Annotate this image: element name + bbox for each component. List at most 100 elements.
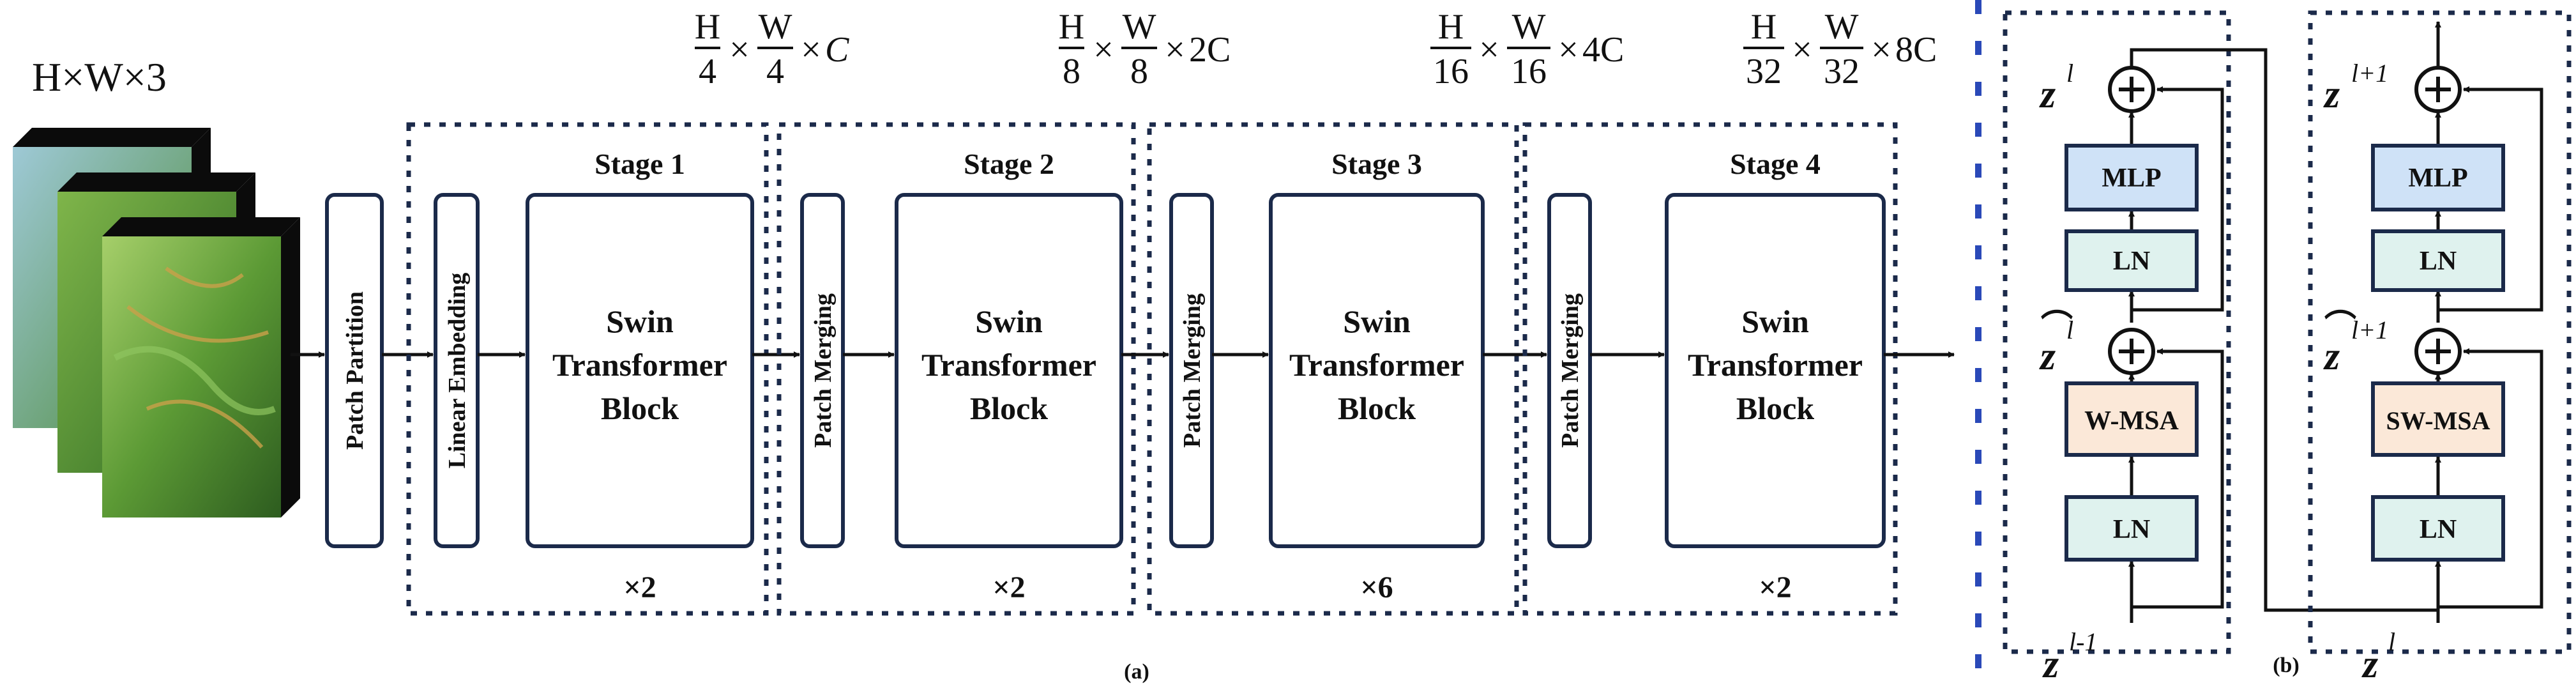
dim-h-den-3: 16 [1433, 52, 1469, 91]
dim-w-num-2: W [1123, 7, 1156, 47]
dim-times-3a: × [1479, 30, 1499, 70]
stage-4-patch-merging-label: Patch Merging [1557, 293, 1584, 448]
stage-1: Stage 1 Linear Embedding Swin Transforme… [406, 122, 769, 616]
stage-3-patch-merging-block [1169, 193, 1214, 548]
dim-h-num-3: H [1438, 7, 1464, 47]
right-z-in-sup: l [2388, 627, 2395, 656]
stage-1-label: Stage 1 [595, 148, 685, 180]
left-msa-box [2065, 381, 2199, 457]
panel-b-left-block: LN W-MSA LN MLP z l ⌒ z l z l-1 [2003, 10, 2438, 686]
dim-channels-4: 8C [1895, 30, 1937, 70]
left-ln-bottom-label: LN [2113, 515, 2150, 544]
stage-3-label: Stage 3 [1331, 148, 1422, 180]
left-z-mid-hat: ⌒ [2041, 309, 2073, 344]
stage-2-repeat: ×2 [992, 571, 1025, 604]
left-z-out: z [2039, 73, 2056, 116]
dim-times-2b: × [1165, 30, 1185, 70]
input-image-stack: H×W×3 [13, 54, 300, 518]
dim-times-1b: × [801, 30, 821, 70]
left-z-mid: z [2039, 335, 2056, 378]
stage-2-label: Stage 2 [964, 148, 1054, 180]
dim-times-3b: × [1558, 30, 1579, 70]
patch-partition-block: Patch Partition [325, 193, 384, 548]
panel-b-caption: (b) [2273, 654, 2299, 677]
right-ln-bottom-label: LN [2420, 515, 2457, 544]
stage-1-dims: H 4 × W 4 × C [695, 7, 849, 91]
dim-channels-3: 4C [1582, 30, 1624, 70]
dim-w-den-2: 8 [1130, 52, 1148, 91]
right-z-mid-hat: ⌒ [2324, 309, 2356, 344]
stage-4: Stage 4 Patch Merging Swin Transformer B… [1522, 122, 1898, 616]
dim-h-den-1: 4 [699, 52, 716, 91]
stage-1-block-line-2: Transformer [552, 347, 727, 383]
stage-2-block-line-1: Swin [975, 303, 1043, 339]
right-z-mid: z [2323, 335, 2340, 378]
stage-3-repeat: ×6 [1360, 571, 1393, 604]
stage-1-swin-block [526, 193, 754, 548]
right-mlp-label: MLP [2408, 164, 2467, 193]
left-ln-bottom-box [2065, 495, 2199, 562]
stage-3-patch-merging-label: Patch Merging [1179, 293, 1206, 448]
dim-w-num-1: W [759, 7, 792, 47]
stage-3-block-line-2: Transformer [1289, 347, 1464, 383]
dim-channels-1: C [825, 30, 849, 70]
stage-2-swin-block [895, 193, 1123, 548]
stage-3-dims: H 16 × W 16 × 4C [1430, 7, 1624, 91]
dim-w-den-3: 16 [1511, 52, 1547, 91]
stage-4-block-line-2: Transformer [1688, 347, 1863, 383]
right-z-out: z [2323, 73, 2340, 116]
stage-2-block-line-2: Transformer [921, 347, 1096, 383]
left-z-in: z [2042, 643, 2059, 686]
dim-h-den-2: 8 [1063, 52, 1080, 91]
stage-2-patch-merging-block [800, 193, 845, 548]
dim-times-1a: × [729, 30, 750, 70]
left-ln-top-label: LN [2113, 247, 2150, 276]
stage-2-block-line-3: Block [970, 390, 1048, 426]
right-ln-bottom-box [2371, 495, 2505, 562]
dim-w-num-4: W [1825, 7, 1859, 47]
left-ln-top-box [2065, 229, 2199, 292]
stage-2-patch-merging-label: Patch Merging [810, 293, 837, 448]
dim-times-2a: × [1093, 30, 1114, 70]
stage-4-block-line-1: Swin [1741, 303, 1809, 339]
right-mlp-box [2371, 144, 2505, 211]
linear-embedding-block [434, 193, 480, 548]
dim-w-den-1: 4 [766, 52, 784, 91]
dim-h-num-1: H [695, 7, 720, 47]
dim-times-4a: × [1792, 30, 1812, 70]
panel-a-caption: (a) [1124, 660, 1149, 684]
linear-embedding-label: Linear Embedding [444, 273, 471, 469]
dim-times-4b: × [1871, 30, 1891, 70]
stage-4-patch-merging-block [1547, 193, 1592, 548]
dim-channels-2: 2C [1189, 30, 1231, 70]
stage-4-swin-block [1665, 193, 1886, 548]
stage-4-dims: H 32 × W 32 × 8C [1743, 7, 1937, 91]
dim-h-num-2: H [1059, 7, 1084, 47]
left-z-mid-sup: l [2066, 316, 2073, 344]
stage-4-label: Stage 4 [1730, 148, 1821, 180]
stage-4-block-line-3: Block [1736, 390, 1814, 426]
patch-partition-label: Patch Partition [342, 291, 368, 450]
stage-1-block-line-3: Block [601, 390, 679, 426]
left-mlp-box [2065, 144, 2199, 211]
stage-4-repeat: ×2 [1759, 571, 1791, 604]
stage-3-swin-block [1269, 193, 1485, 548]
dim-h-num-4: H [1751, 7, 1777, 47]
stage-1-block-line-1: Swin [606, 303, 674, 339]
left-z-out-sup: l [2066, 59, 2073, 88]
left-mlp-label: MLP [2102, 164, 2161, 193]
right-ln-top-box [2371, 229, 2505, 292]
dim-h-den-4: 32 [1746, 52, 1782, 91]
stage-1-repeat: ×2 [623, 571, 656, 604]
stage-3-block-line-3: Block [1338, 390, 1416, 426]
right-z-in: z [2361, 643, 2378, 686]
dim-w-num-3: W [1512, 7, 1546, 47]
right-z-out-sup: l+1 [2351, 59, 2388, 88]
stage-2-dims: H 8 × W 8 × 2C [1059, 7, 1231, 91]
panel-b-right-block: LN SW-MSA LN MLP z l+1 ⌒ z l+1 z l [2308, 10, 2572, 686]
stage-3-block-line-1: Swin [1343, 303, 1411, 339]
left-msa-label: W-MSA [2084, 406, 2179, 436]
stage-3: Stage 3 Patch Merging Swin Transformer B… [1147, 122, 1519, 616]
